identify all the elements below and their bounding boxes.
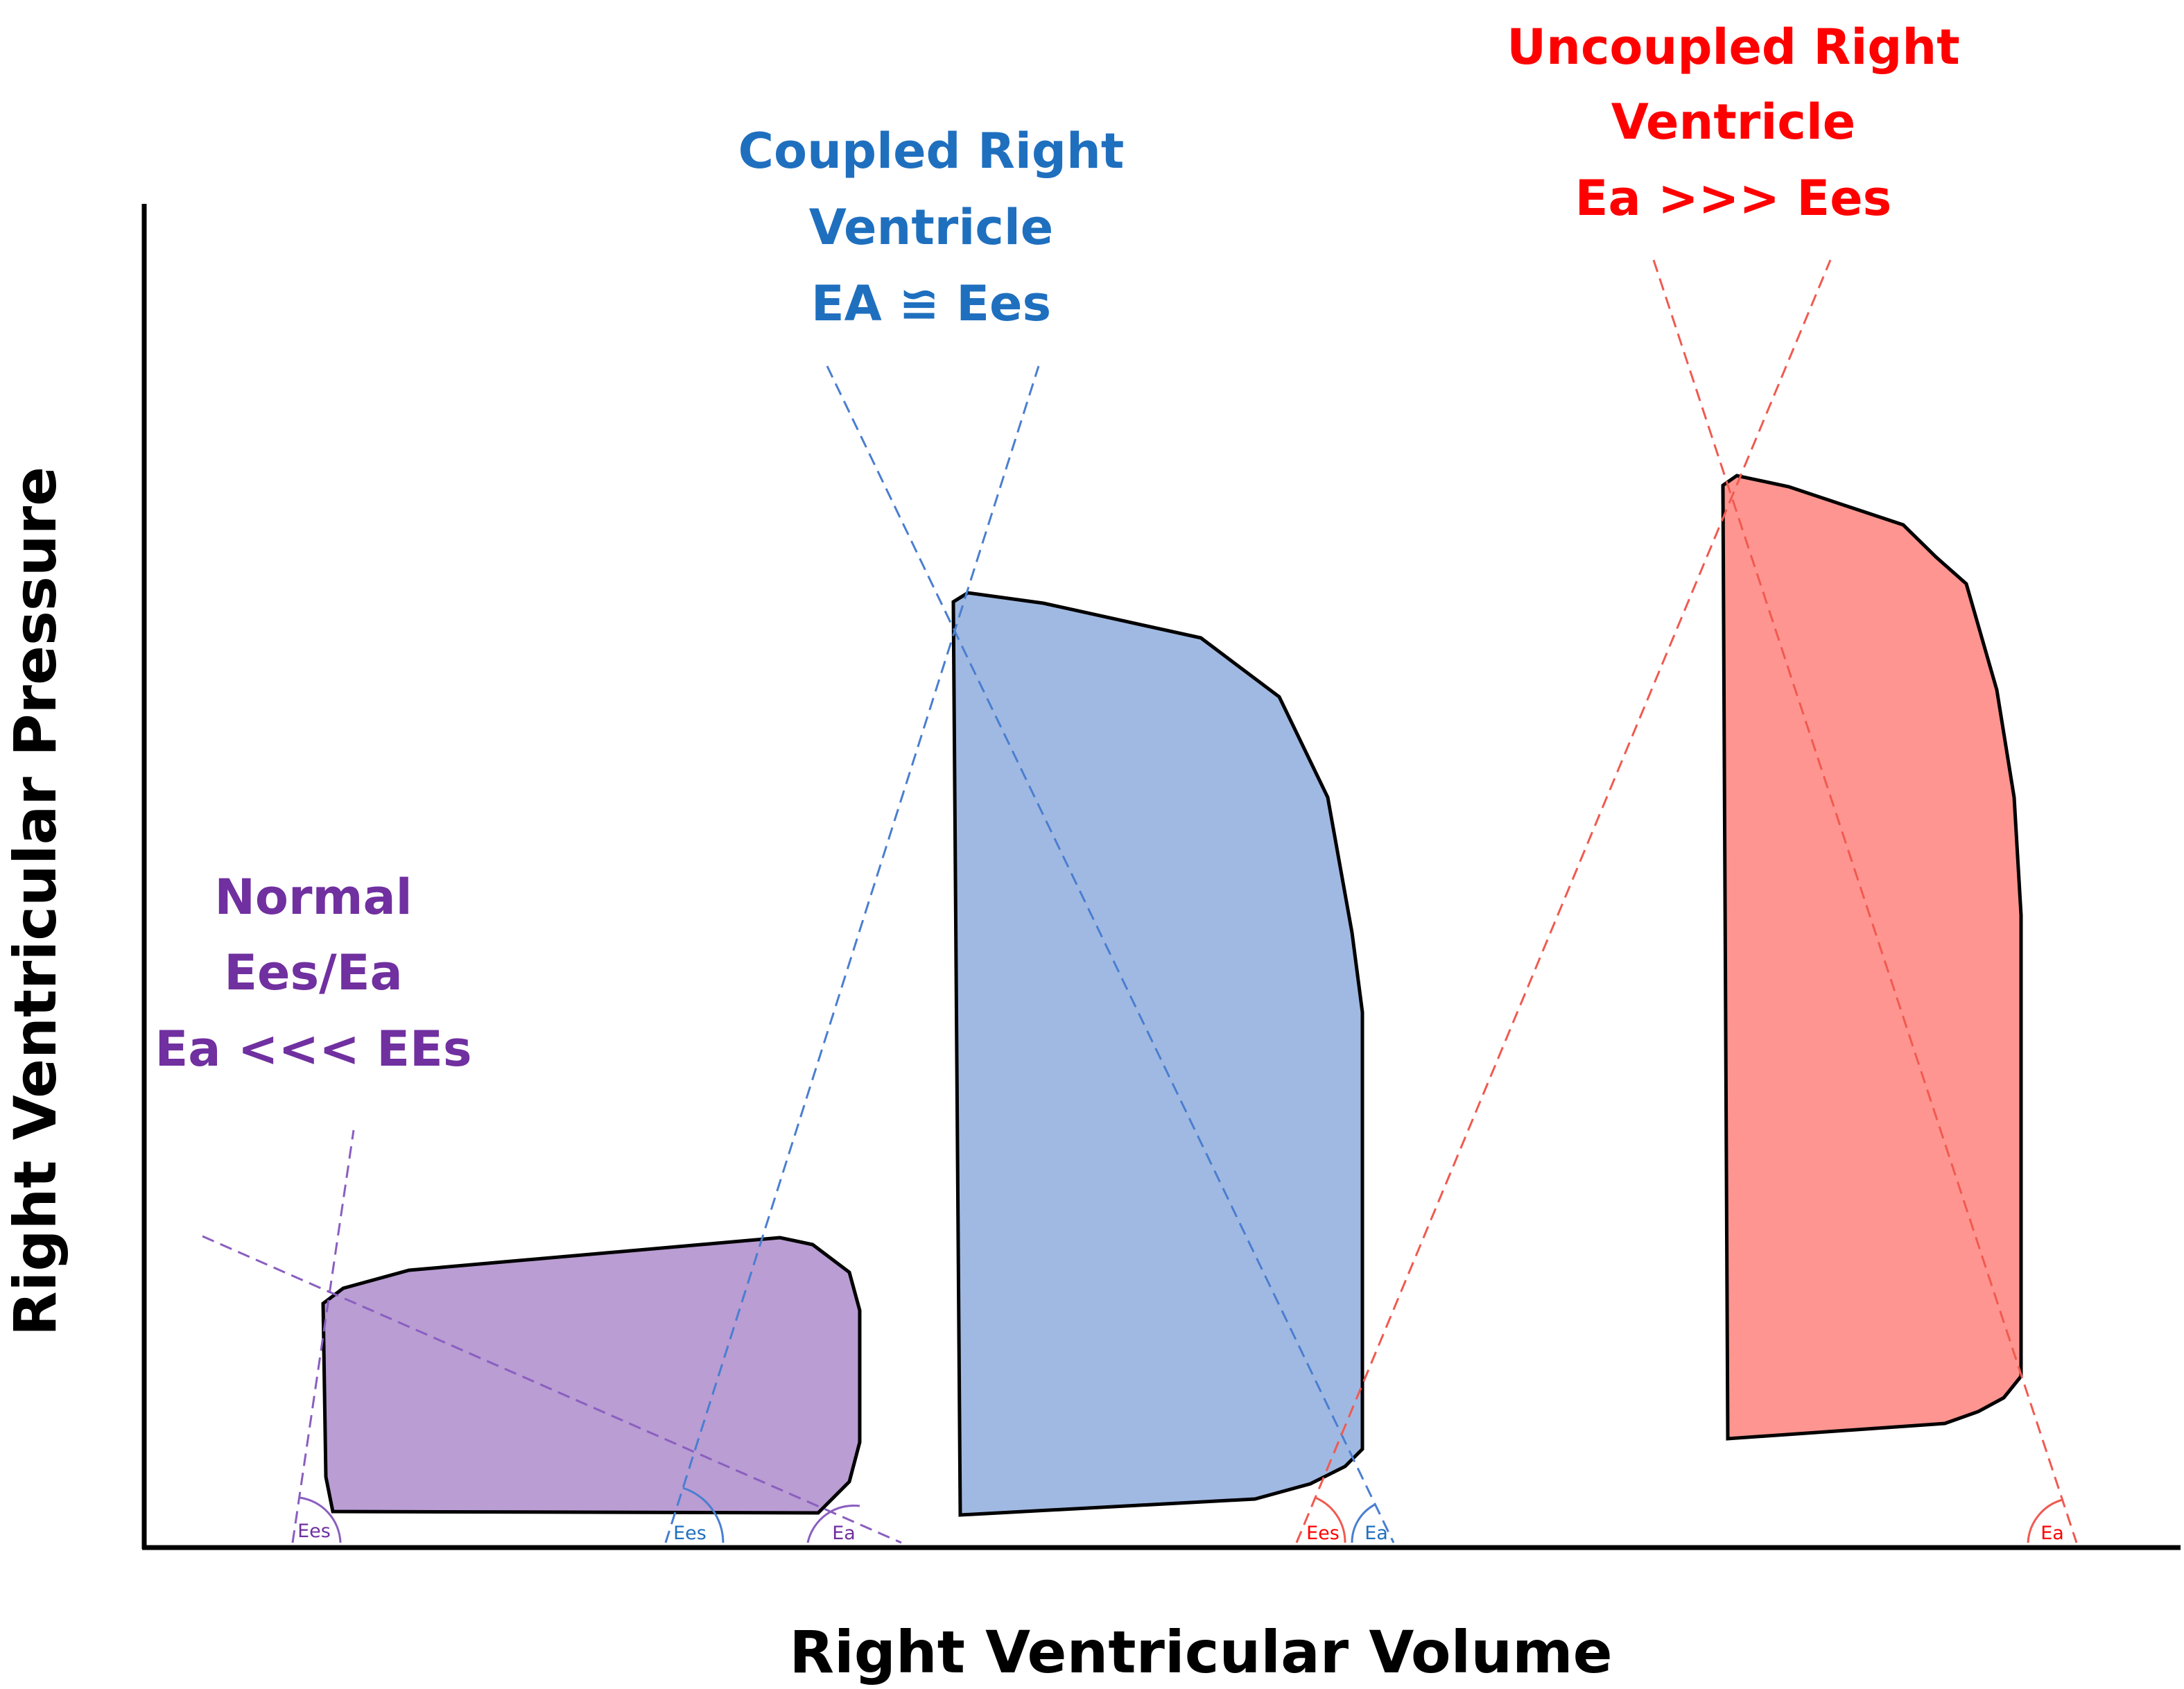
uncoupled-ees-arc bbox=[1315, 1496, 1346, 1543]
uncoupled-ees-line bbox=[1295, 259, 1832, 1543]
uncoupled-loop bbox=[1721, 474, 2023, 1441]
x-axis-label: Right Ventricular Volume bbox=[789, 1618, 1612, 1686]
normal-ea-arc bbox=[806, 1504, 860, 1543]
coupled-ea-label: Ea bbox=[1364, 1523, 1388, 1544]
normal-ees-label: Ees bbox=[297, 1521, 331, 1542]
normal-loop bbox=[321, 1236, 862, 1515]
coupled-ea-arc bbox=[1351, 1503, 1376, 1543]
uncoupled-title-line-2: Ventricle bbox=[1611, 94, 1856, 150]
coupled-title-line-3: EA ≌ Ees bbox=[811, 275, 1051, 332]
coupled-title-line-1: Coupled Right bbox=[738, 123, 1125, 180]
uncoupled-ea-arc bbox=[2027, 1498, 2063, 1543]
coupled-ees-label: Ees bbox=[673, 1523, 707, 1544]
uncoupled-ea-label: Ea bbox=[2040, 1523, 2064, 1544]
normal-title-line-1: Normal bbox=[214, 869, 412, 926]
y-axis-label: Right Ventricular Pressure bbox=[1, 467, 69, 1336]
normal-ees-arc bbox=[299, 1496, 342, 1543]
coupled-ea-line bbox=[826, 365, 1395, 1543]
uncoupled-title: Uncoupled Right Ventricle Ea >>> Ees bbox=[1507, 19, 1959, 227]
normal-title: Normal Ees/Ea Ea <<< EEs bbox=[155, 869, 471, 1077]
coupled-title: Coupled Right Ventricle EA ≌ Ees bbox=[738, 123, 1125, 332]
coupled-title-line-2: Ventricle bbox=[809, 199, 1054, 256]
coupled-ees-arc bbox=[682, 1487, 725, 1543]
coupled-ees-line bbox=[664, 365, 1040, 1543]
normal-ees-line bbox=[291, 1129, 355, 1543]
uncoupled-ees-label: Ees bbox=[1306, 1523, 1340, 1544]
uncoupled-ea-line bbox=[1652, 259, 2078, 1543]
uncoupled-title-line-3: Ea >>> Ees bbox=[1575, 170, 1892, 227]
normal-ea-label: Ea bbox=[832, 1523, 856, 1544]
normal-ea-line bbox=[202, 1235, 902, 1544]
uncoupled-title-line-1: Uncoupled Right bbox=[1507, 19, 1959, 76]
normal-title-line-2: Ees/Ea bbox=[224, 944, 403, 1001]
normal-title-line-3: Ea <<< EEs bbox=[155, 1021, 471, 1077]
